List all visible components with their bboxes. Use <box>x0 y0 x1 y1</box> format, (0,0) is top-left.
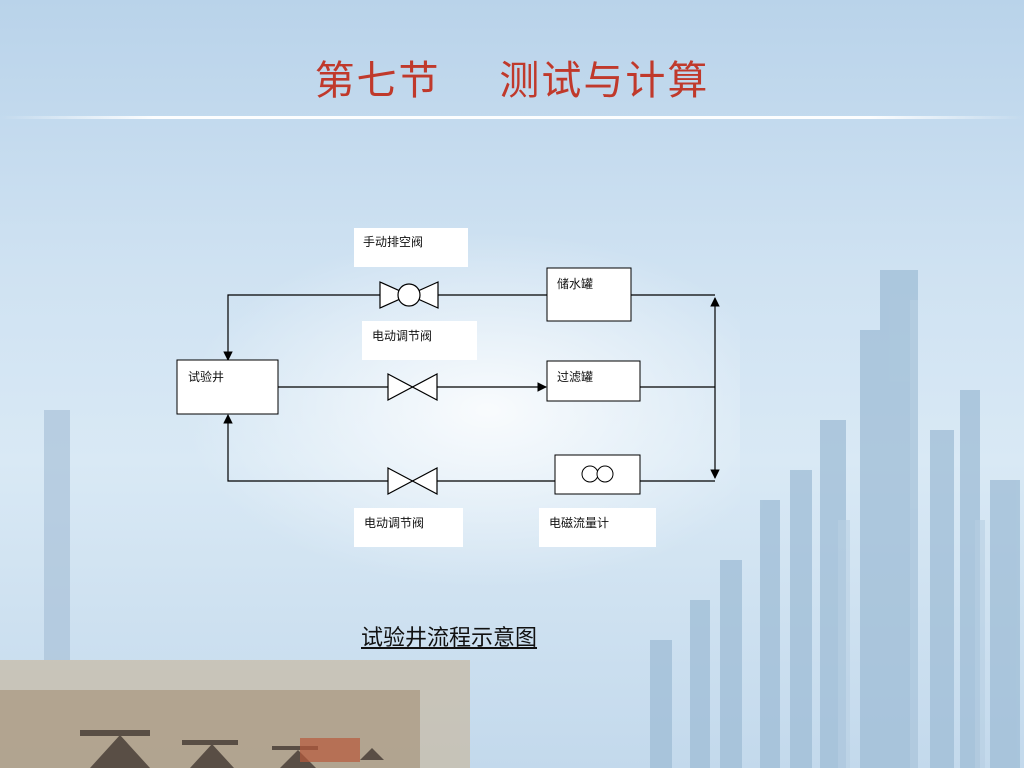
electric-valve-top-label: 电动调节阀 <box>372 329 432 343</box>
top-return-line <box>223 294 547 361</box>
flowmeter-icon <box>581 465 614 483</box>
filter-tank-label: 过滤罐 <box>557 370 593 384</box>
manual-vent-valve-bulb <box>397 283 421 307</box>
manual-vent-valve-label-box <box>354 228 468 267</box>
bottom-return-line <box>223 414 555 482</box>
electric-valve-bottom-icon <box>387 467 438 495</box>
storage-tank-label: 储水罐 <box>557 276 593 291</box>
title-divider <box>0 116 1024 119</box>
diagram-caption: 试验井流程示意图 <box>361 626 538 651</box>
flowmeter-label: 电磁流量计 <box>549 515 609 530</box>
pump-jacks <box>80 730 384 768</box>
manual-vent-valve-label: 手动排空阀 <box>363 235 423 249</box>
slide-title: 第七节 测试与计算 <box>314 58 710 104</box>
filter-tank-box <box>546 360 641 402</box>
test-well-label: 试验井 <box>188 369 224 384</box>
test-well-box <box>176 359 279 415</box>
left-tower <box>44 410 70 660</box>
electric-valve-top-label-box <box>362 321 477 360</box>
electric-valve-bottom-label-box <box>354 508 463 547</box>
electric-valve-bottom-label: 电动调节阀 <box>364 516 424 530</box>
storage-tank-box <box>546 267 632 322</box>
flowmeter-label-box <box>539 508 656 547</box>
electric-valve-middle-icon <box>387 373 438 401</box>
